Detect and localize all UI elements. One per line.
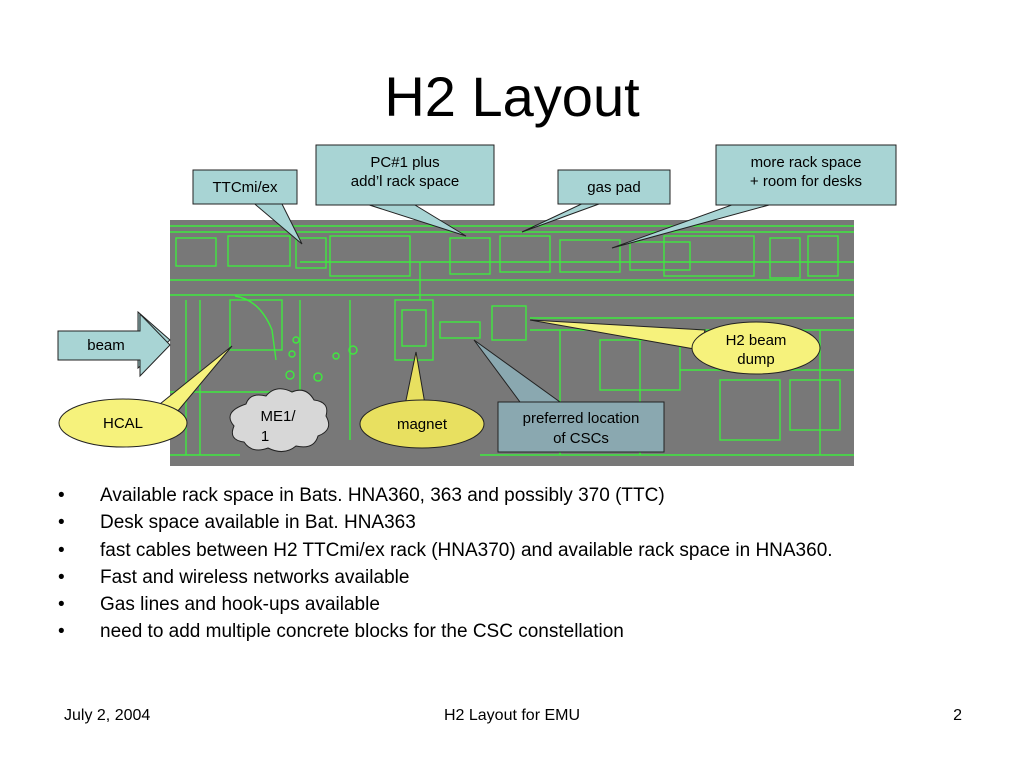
bullet-item: Desk space available in Bat. HNA363 xyxy=(58,509,833,537)
dump-callout-label-2: dump xyxy=(737,351,775,368)
hcal-callout-label: HCAL xyxy=(103,415,143,432)
csc-callout-label-1: preferred location xyxy=(523,410,640,427)
beam-arrow xyxy=(57,312,171,378)
bullet-item: Gas lines and hook-ups available xyxy=(58,591,833,619)
rack-callout-box xyxy=(715,144,897,206)
bullet-item: Available rack space in Bats. HNA360, 36… xyxy=(58,482,833,510)
footer-title: H2 Layout for EMU xyxy=(443,707,581,724)
csc-callout-box xyxy=(497,401,665,453)
magnet-callout-ellipse xyxy=(359,399,485,449)
rack-callout-label-1: more rack space xyxy=(751,154,862,171)
bullet-item: fast cables between H2 TTCmi/ex rack (HN… xyxy=(58,537,833,565)
me1-callout-label-2: 1 xyxy=(261,428,269,445)
gaspad-callout-box xyxy=(557,169,671,205)
magnet-callout-label: magnet xyxy=(397,416,448,433)
gaspad-callout-label: gas pad xyxy=(587,179,640,196)
footer-date: July 2, 2004 xyxy=(64,707,151,724)
rack-callout-label-2: + room for desks xyxy=(750,173,862,190)
hcal-callout-ellipse xyxy=(58,398,188,448)
bullet-list: Available rack space in Bats. HNA360, 36… xyxy=(58,482,833,646)
slide-title: H2 Layout xyxy=(384,65,640,128)
me1-cloud-shape xyxy=(229,388,330,452)
ttc-callout-box xyxy=(192,169,298,205)
dump-callout-label-1: H2 beam xyxy=(726,332,787,349)
beam-label: beam xyxy=(87,337,125,354)
page-number: 2 xyxy=(953,707,962,724)
bullet-item: Fast and wireless networks available xyxy=(58,564,833,592)
me1-callout-label-1: ME1/ xyxy=(260,408,296,425)
ttc-callout-label: TTCmi/ex xyxy=(213,179,278,196)
dump-callout-ellipse xyxy=(691,321,821,375)
pc-callout-box xyxy=(315,144,495,206)
bullet-item: need to add multiple concrete blocks for… xyxy=(58,618,833,646)
pc-callout-label-1: PC#1 plus xyxy=(370,154,439,171)
pc-callout-label-2: add’l rack space xyxy=(351,173,459,190)
csc-callout-label-2: of CSCs xyxy=(553,430,609,447)
